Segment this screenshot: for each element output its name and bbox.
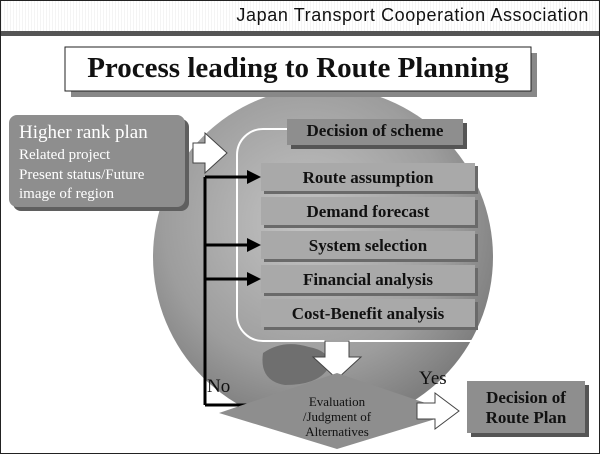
inputs-box	[9, 115, 185, 207]
steps-layer	[261, 163, 478, 330]
feedback-arrowhead	[247, 170, 261, 184]
evaluation-line-1: Evaluation	[308, 394, 366, 409]
branch-no-label: No	[207, 376, 231, 397]
scheme-box	[287, 119, 463, 145]
step-label: Financial analysis	[303, 270, 433, 289]
step-label: System selection	[308, 236, 428, 255]
outcome-box	[467, 381, 585, 433]
feedback-arrowhead	[247, 238, 261, 252]
step-band	[261, 299, 475, 327]
feedback-layer	[203, 170, 261, 407]
outcome-line-2: Route Plan	[485, 408, 567, 427]
yes-arrow	[416, 392, 460, 430]
inputs-line-1: Related project	[19, 147, 111, 163]
input-arrow	[192, 131, 228, 175]
inputs-heading: Higher rank plan	[19, 122, 148, 143]
inputs-line-2: Present status/Future	[19, 167, 145, 183]
feedback-arrowhead	[247, 272, 261, 286]
inputs-line-3: image of region	[19, 186, 114, 202]
step-label: Demand forecast	[306, 202, 430, 221]
evaluation-line-2: /Judgment of	[302, 409, 372, 424]
evaluation-line-3: Alternatives	[305, 424, 369, 439]
step-band	[261, 197, 475, 225]
outcome-line-1: Decision of	[486, 388, 566, 407]
org-header: Japan Transport Cooperation Association	[1, 1, 599, 36]
step-band	[261, 163, 475, 191]
globe-continent	[262, 344, 330, 385]
scheme-label: Decision of scheme	[306, 121, 444, 140]
step-label: Cost-Benefit analysis	[291, 304, 445, 323]
step-label: Route assumption	[302, 168, 434, 187]
down-arrow	[311, 340, 363, 380]
step-band	[261, 265, 475, 293]
step-band	[261, 231, 475, 259]
branch-yes-label: Yes	[419, 368, 447, 389]
evaluation-diamond	[219, 373, 455, 449]
diagram-title: Process leading to Route Planning	[87, 52, 509, 84]
title-box	[64, 46, 532, 92]
organization-name: Japan Transport Cooperation Association	[236, 5, 589, 25]
